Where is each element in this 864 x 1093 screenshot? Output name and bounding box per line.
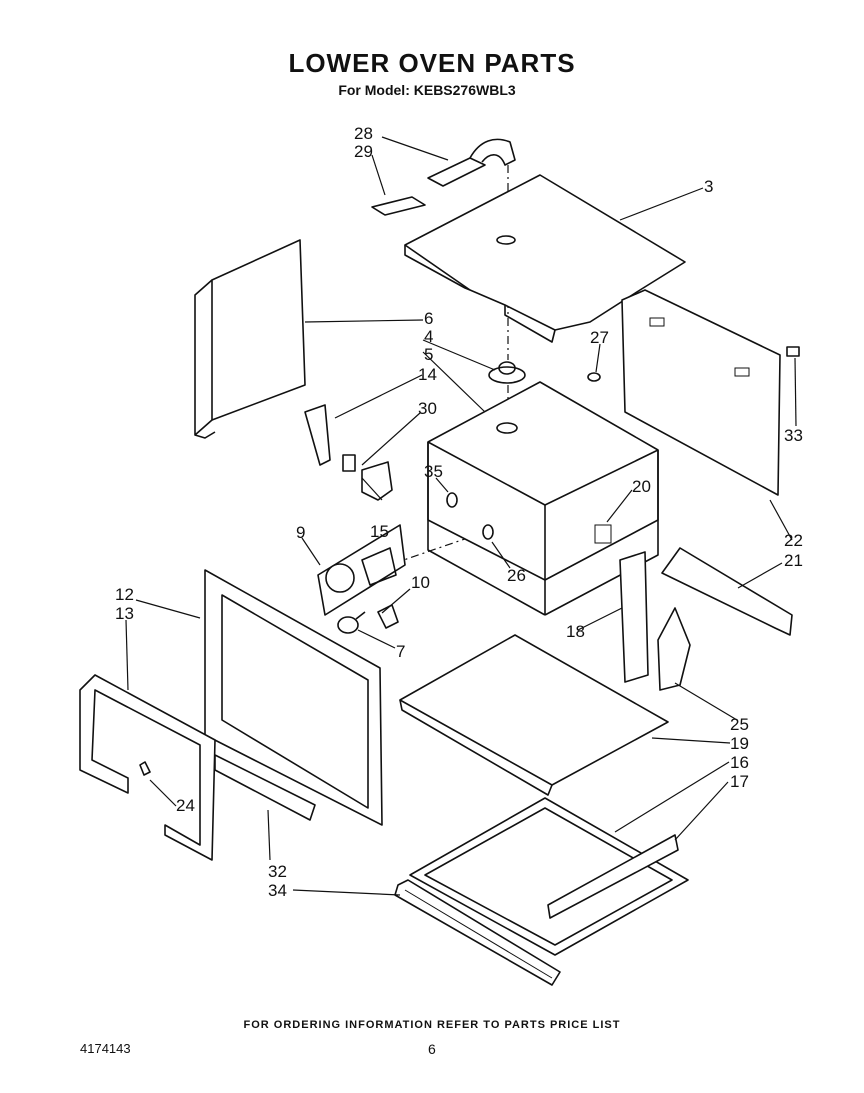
page-title: LOWER OVEN PARTS — [288, 48, 576, 78]
callout-24: 24 — [176, 796, 195, 815]
page-number: 6 — [428, 1041, 436, 1057]
callout-9: 9 — [296, 523, 305, 542]
callout-6: 6 — [424, 309, 433, 328]
callout-20: 20 — [632, 477, 651, 496]
oven-bottom-part — [409, 797, 689, 956]
ordering-note: FOR ORDERING INFORMATION REFER TO PARTS … — [243, 1019, 621, 1031]
callout-29: 29 — [354, 142, 373, 161]
rail-part — [661, 547, 793, 636]
callout-28: 28 — [354, 124, 373, 143]
callout-7: 7 — [396, 642, 405, 661]
plug-part — [587, 372, 601, 382]
callout-34: 34 — [268, 881, 287, 900]
document-number: 4174143 — [80, 1041, 131, 1056]
callout-3: 3 — [704, 177, 713, 196]
callout-25: 25 — [730, 715, 749, 734]
callout-30: 30 — [418, 399, 437, 418]
callout-13: 13 — [115, 604, 134, 623]
callout-12: 12 — [115, 585, 134, 604]
callout-4: 4 — [424, 327, 433, 346]
lamp-and-clip-parts — [337, 604, 399, 634]
callout-17: 17 — [730, 772, 749, 791]
vertical-bracket-part — [619, 551, 649, 683]
callout-35: 35 — [424, 462, 443, 481]
callout-26: 26 — [507, 566, 526, 585]
callout-22: 22 — [784, 531, 803, 550]
left-side-panel-part — [194, 239, 306, 439]
bracket-parts — [304, 404, 393, 501]
callout-14: 14 — [418, 365, 437, 384]
callout-15: 15 — [370, 522, 389, 541]
model-subtitle: For Model: KEBS276WBL3 — [338, 82, 516, 98]
vent-grille-part — [394, 879, 561, 986]
door-frame-part — [204, 569, 383, 826]
right-side-panel-part — [621, 289, 781, 496]
vent-duct-part — [371, 138, 516, 216]
callout-10: 10 — [411, 573, 430, 592]
latch-part — [657, 607, 691, 691]
door-gasket-part — [79, 674, 216, 861]
callout-32: 32 — [268, 862, 287, 881]
callout-33: 33 — [784, 426, 803, 445]
vent-ring-part — [488, 361, 526, 384]
small-clip-part — [786, 346, 800, 357]
callout-18: 18 — [566, 622, 585, 641]
bottom-panel-part — [399, 634, 669, 796]
top-panel-part — [404, 174, 686, 343]
oven-cavity-part — [427, 381, 659, 616]
callout-16: 16 — [730, 753, 749, 772]
light-assembly-part — [317, 524, 406, 616]
leader-lines — [125, 136, 797, 896]
callout-21: 21 — [784, 551, 803, 570]
callout-5: 5 — [424, 345, 433, 364]
callout-labels: 28 29 3 6 4 5 14 30 15 27 33 35 20 22 21… — [115, 124, 803, 900]
callout-19: 19 — [730, 734, 749, 753]
callout-27: 27 — [590, 328, 609, 347]
